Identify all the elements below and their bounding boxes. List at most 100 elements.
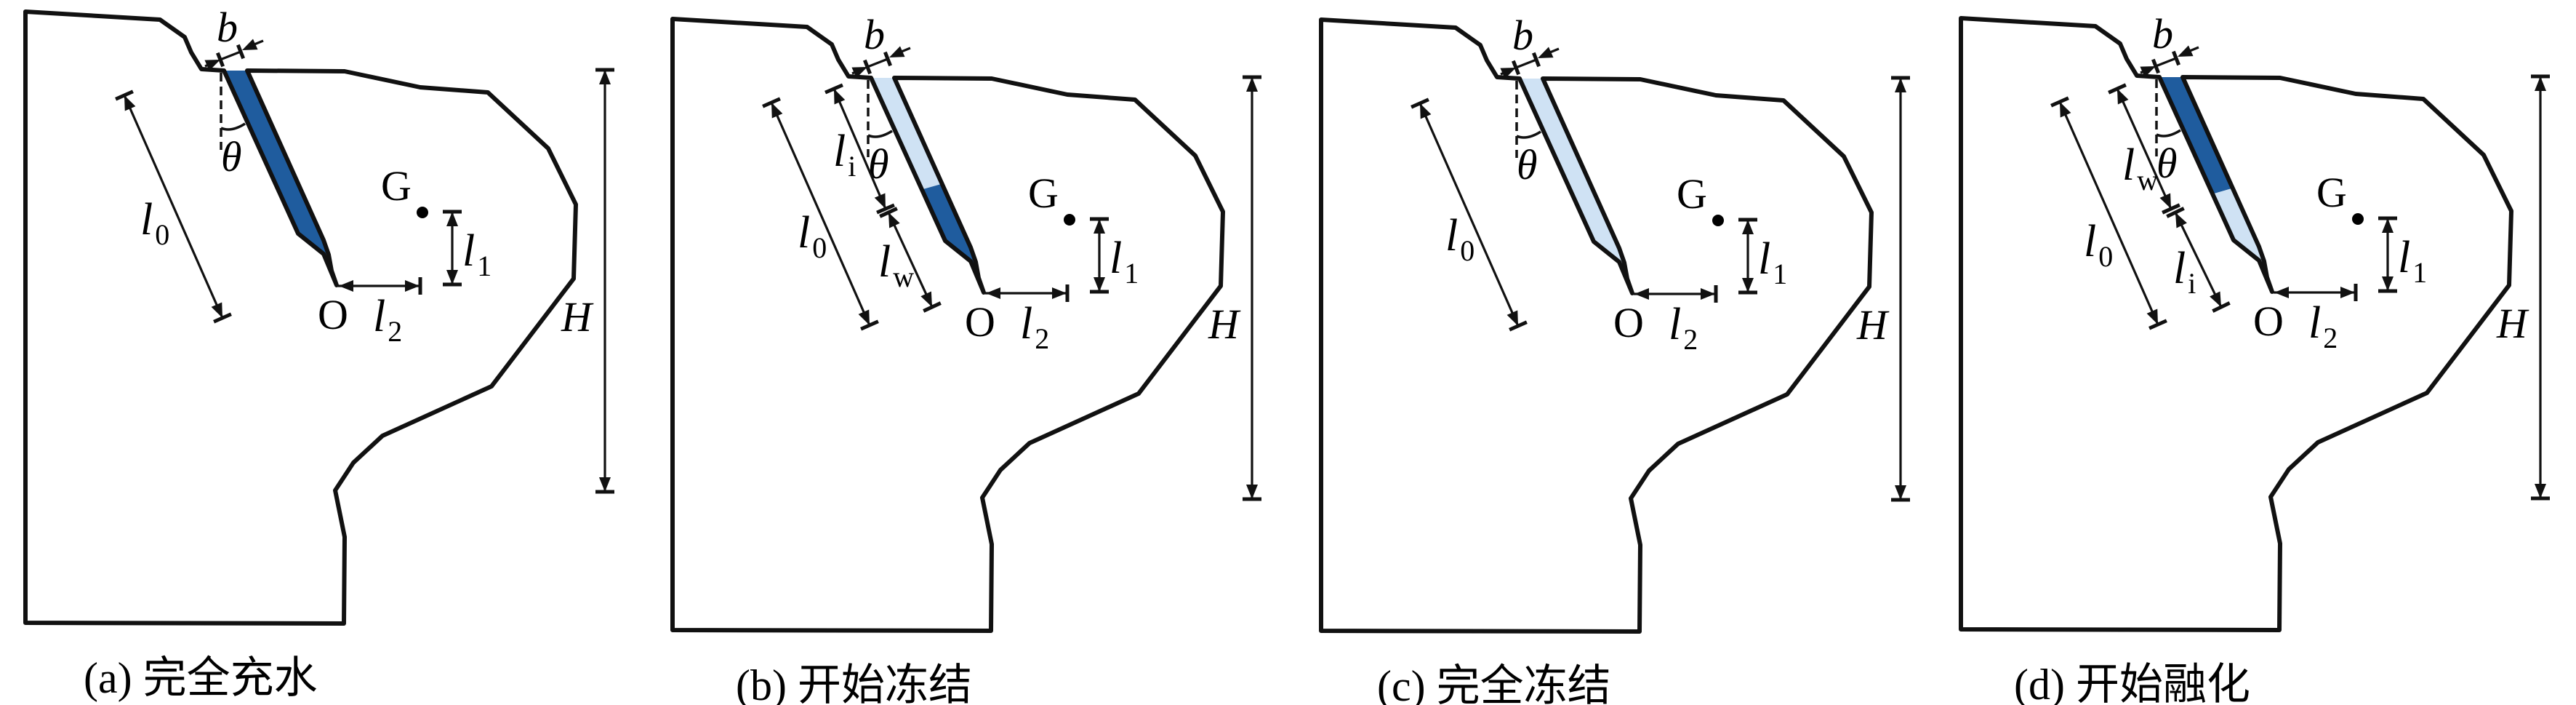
l1-dimension [2378, 216, 2397, 293]
lower-segment-dimension [2166, 207, 2231, 313]
l1-label-subscript: 1 [2412, 256, 2427, 289]
crack-depth-label-subscript: 0 [812, 231, 827, 264]
height-dimension-arrow-start [599, 70, 611, 84]
lower-segment-label-symbol: l [2173, 244, 2186, 293]
crack-width-label: b [1512, 12, 1533, 59]
l2-dimension [338, 277, 422, 295]
upper-segment-dimension [824, 83, 895, 215]
upper-segment-label-symbol: l [833, 127, 846, 176]
crack-depth-dimension [762, 97, 879, 331]
crack-width-arrow-right [1538, 47, 1554, 58]
crack-width-tick-right [883, 51, 892, 67]
l1-label: l1 [462, 226, 491, 282]
crack-depth-dimension-arrow-end [2146, 308, 2158, 324]
l2-arrow-start [339, 280, 353, 292]
height-label-symbol: H [1208, 300, 1241, 348]
pivot-label: O [318, 291, 348, 338]
centroid-dot [417, 207, 428, 218]
centroid-label: G [381, 162, 412, 210]
lower-segment-label-symbol: l [878, 237, 891, 287]
crack-width-line [220, 50, 241, 61]
centroid-dot [1712, 215, 1724, 226]
upper-segment-label: lw [2122, 140, 2158, 196]
angle-label: θ [1517, 141, 1538, 188]
height-label: H [561, 293, 594, 340]
crack-width-dimension [2140, 45, 2199, 78]
l2-label-symbol: l [1020, 299, 1032, 348]
height-label: H [1208, 300, 1241, 348]
lower-segment-dimension-arrow-start [888, 212, 900, 228]
crack-width-arrow-right [242, 39, 258, 50]
ice-fill-upper [871, 78, 944, 190]
crack-depth-dimension-arrow-start [771, 103, 783, 119]
l1-label-symbol: l [2398, 233, 2410, 282]
l2-arrow-end [405, 280, 420, 292]
crack-depth-label-symbol: l [2084, 217, 2096, 266]
lower-segment-dimension-arrow-start [2175, 212, 2187, 228]
crack-depth-label: l0 [2084, 217, 2113, 273]
l2-label-symbol: l [2308, 298, 2321, 348]
l2-label-symbol: l [373, 292, 385, 341]
lower-segment-dimension [879, 207, 942, 313]
crack-depth-dimension-line [1419, 103, 1520, 327]
height-label: H [1856, 301, 1890, 348]
crack-depth-dimension-line [123, 95, 224, 319]
upper-segment-label-symbol: l [2122, 140, 2135, 190]
crack-width-tick-right [2172, 50, 2180, 66]
height-label-symbol: H [2496, 300, 2529, 347]
centroid-dot [1064, 214, 1075, 226]
angle-label-symbol: θ [1517, 141, 1538, 188]
upper-segment-label: li [833, 127, 856, 183]
crack-depth-label: l0 [140, 195, 169, 251]
l1-dimension-arrow-start [1742, 220, 1754, 234]
crack-depth-dimension-arrow-end [211, 302, 222, 318]
crack-width-label-symbol: b [217, 4, 238, 51]
angle-label: θ [868, 140, 889, 188]
l1-label-subscript: 1 [1124, 257, 1139, 290]
angle-label-symbol: θ [868, 140, 889, 188]
l2-label: l2 [1020, 299, 1049, 355]
water-fill [224, 71, 337, 285]
upper-segment-dimension-arrow-start [2117, 89, 2129, 105]
l1-label-symbol: l [1110, 234, 1122, 283]
upper-segment-label-subscript: i [848, 150, 856, 183]
l2-label-symbol: l [1669, 300, 1681, 349]
height-dimension [595, 68, 614, 494]
l1-label: l1 [1758, 234, 1787, 290]
crack-fill [1520, 79, 1632, 293]
l1-dimension-arrow-start [2382, 218, 2394, 233]
l1-dimension-arrow-start [1094, 219, 1105, 234]
crack-width-dimension [1500, 47, 1560, 79]
angle-arc [867, 130, 893, 138]
l1-label-subscript: 1 [1773, 258, 1787, 290]
height-label-symbol: H [1856, 301, 1890, 348]
crack-width-line [2155, 57, 2177, 68]
lower-segment-label-subscript: i [2188, 267, 2196, 300]
crack-depth-dimension-line [770, 102, 871, 326]
l1-label: l1 [1110, 234, 1139, 290]
angle-label-symbol: θ [221, 133, 242, 180]
lower-segment-dimension-line [887, 212, 934, 308]
crack-depth-label-subscript: 0 [155, 218, 169, 251]
crack-depth-dimension [115, 89, 232, 324]
crack-width-label-symbol: b [2152, 10, 2173, 57]
crack-fill [2159, 77, 2272, 292]
crack-depth-label: l0 [798, 208, 827, 264]
crack-width-dimension [204, 39, 264, 71]
centroid-label: G [2316, 169, 2347, 216]
centroid-dot [2352, 213, 2364, 225]
height-dimension [1243, 75, 1261, 501]
angle-arc [2156, 129, 2181, 138]
panel-caption: (d) 开始融化 [2014, 661, 2250, 705]
height-dimension-arrow-start [1895, 78, 1906, 92]
upper-segment-dimension [2108, 83, 2180, 215]
height-dimension [2531, 74, 2550, 501]
lower-segment-dimension-arrow-end [2210, 291, 2221, 307]
crack-width-tick-right [236, 44, 245, 60]
crack-depth-dimension-arrow-start [2060, 102, 2071, 118]
crack-width-arrow-left [2140, 66, 2156, 78]
l1-dimension [1090, 217, 1109, 294]
crack-width-label: b [864, 11, 885, 58]
